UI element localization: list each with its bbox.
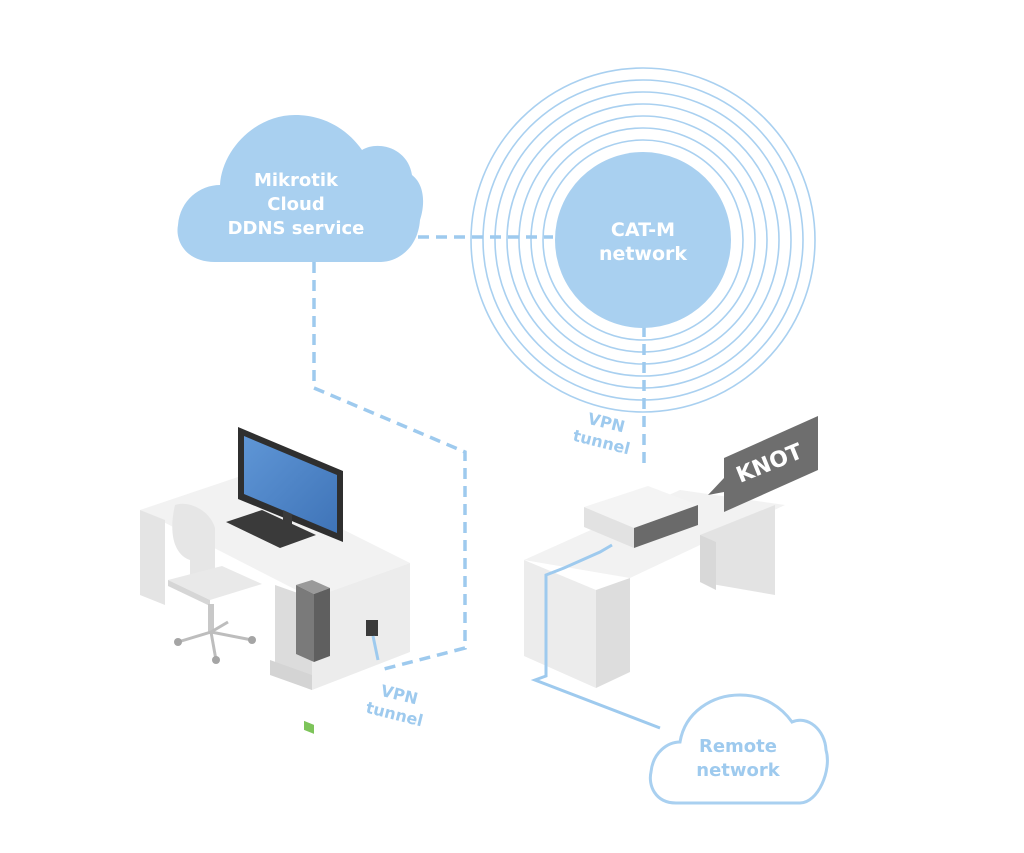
monitor-screen — [244, 436, 337, 533]
vpn-tunnel-label-right: VPN tunnel — [571, 409, 632, 458]
desk-cable-port — [366, 620, 378, 636]
cloud-label-line2: Cloud — [267, 194, 324, 215]
office-chair — [168, 503, 262, 664]
knot-router — [584, 486, 698, 528]
keyboard — [226, 510, 316, 548]
catm-label-line2: network — [599, 243, 687, 265]
catm-label-line1: CAT-M — [611, 219, 675, 241]
router-bench: KNOT — [524, 416, 818, 730]
ddns-cloud: Mikrotik Cloud DDNS service — [177, 115, 424, 262]
pc-status-light — [304, 720, 314, 734]
catm-network: CAT-M network — [555, 152, 731, 328]
cloud-label-line3: DDNS service — [228, 218, 365, 239]
workstation-desk — [140, 427, 410, 734]
remote-label-line1: Remote — [699, 736, 777, 757]
remote-label-line2: network — [696, 760, 780, 781]
pc-tower — [296, 585, 314, 662]
dashed-links — [312, 235, 646, 672]
catm-signal-rings — [470, 67, 816, 413]
cloud-label-line1: Mikrotik — [254, 170, 339, 191]
vpn-tunnel-label-left: VPN tunnel — [364, 681, 425, 730]
link-cloud-desk — [312, 262, 467, 672]
remote-network-cloud: Remote network — [648, 693, 829, 805]
knot-tag: KNOT — [708, 416, 818, 512]
router-remote-cable — [530, 543, 661, 730]
